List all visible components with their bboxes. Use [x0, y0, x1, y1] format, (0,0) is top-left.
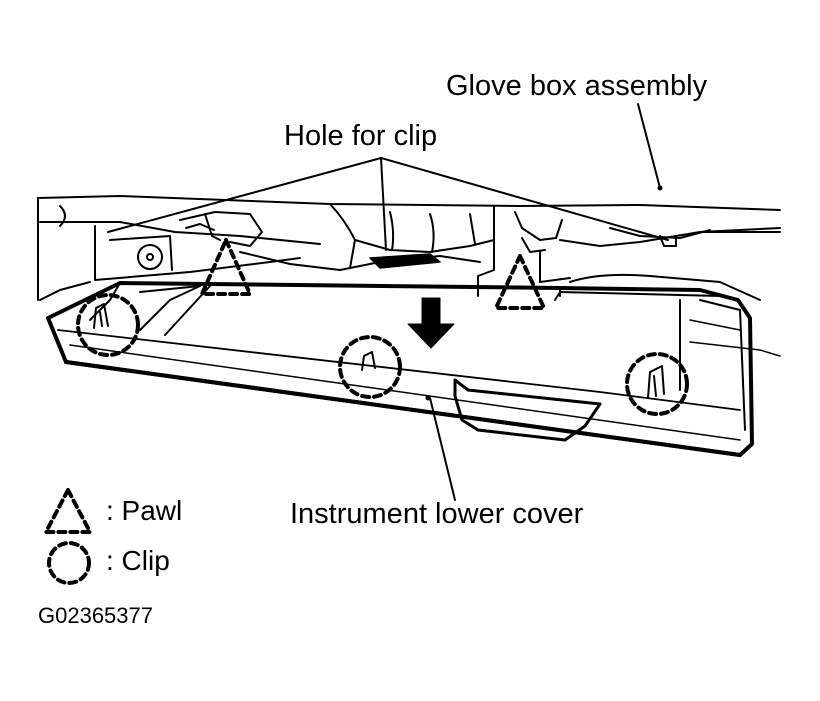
leader-lower-cover	[429, 397, 456, 501]
legend-clip-text: : Clip	[106, 545, 170, 576]
pawl-markers	[200, 238, 546, 310]
clip-marker-left	[76, 293, 140, 357]
leader-glove-box	[637, 103, 661, 189]
legend-pawl-text: : Pawl	[106, 495, 183, 526]
figure-code: G02365377	[38, 603, 153, 628]
clip-marker-center	[338, 335, 402, 399]
leader-lines	[107, 103, 669, 501]
legend-clip-icon	[47, 541, 91, 585]
pawl-marker-left	[200, 238, 252, 296]
instrument-lower-cover-label: Instrument lower cover	[290, 498, 584, 530]
pawl-marker-right	[494, 254, 546, 310]
glove-box-label: Glove box assembly	[446, 70, 708, 102]
leader-hole-right	[380, 157, 669, 241]
glove-box-point	[657, 185, 663, 191]
clip-details	[93, 303, 665, 399]
leader-hole-left	[107, 157, 382, 233]
instrument-lower-cover-shape	[46, 281, 781, 457]
clip-hole-shadow	[369, 253, 441, 269]
legend-pawl-icon	[44, 488, 92, 534]
down-arrow-icon	[407, 297, 455, 349]
hole-for-clip-label: Hole for clip	[284, 120, 438, 152]
leader-hole-center	[380, 157, 387, 251]
lower-cover-point	[425, 395, 431, 401]
clip-markers	[76, 293, 689, 416]
clip-marker-right	[625, 352, 689, 416]
